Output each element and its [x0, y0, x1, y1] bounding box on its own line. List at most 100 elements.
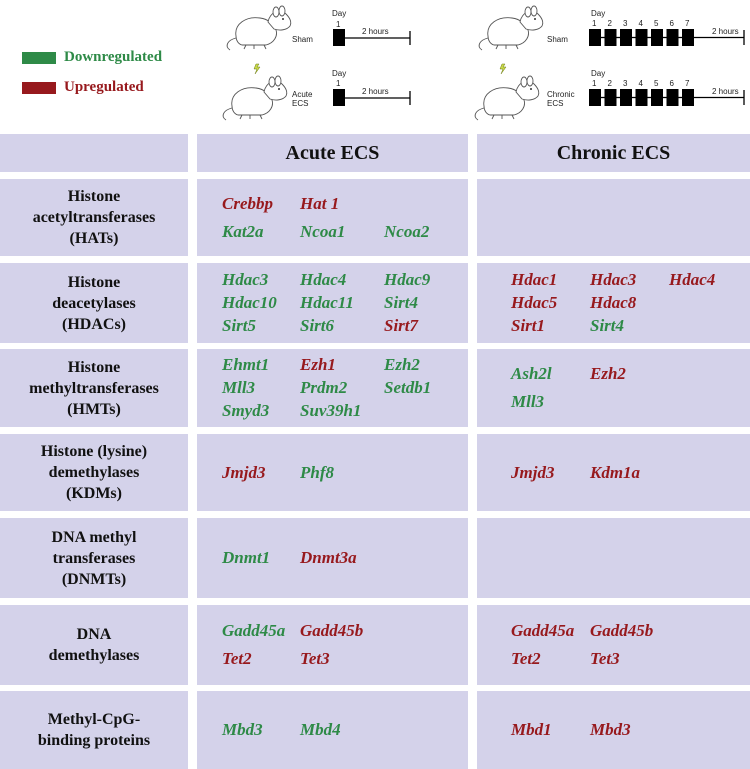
- gene-hdac1: Hdac1: [511, 270, 558, 289]
- gene-jmjd3: Jmjd3: [511, 462, 555, 482]
- gene-crebbp: Crebbp: [222, 193, 273, 213]
- mouse-ecs-acute-icon: [222, 63, 288, 121]
- day-block: [651, 89, 663, 106]
- enzyme-class-label-line: Histone: [67, 358, 121, 376]
- enzyme-class-label-line: Methyl-CpG-: [47, 711, 141, 728]
- legend-upregulated: Upregulated: [22, 80, 144, 95]
- day-number: 6: [670, 79, 675, 88]
- gene-hdac11: Hdac11: [300, 293, 354, 312]
- day-number: 7: [685, 79, 690, 88]
- chronic-ecs-label-2: ECS: [547, 99, 563, 108]
- enzyme-class-label-line: (KDMs): [66, 485, 122, 502]
- enzyme-class-label-line: (HATs): [69, 230, 119, 247]
- gene-suv39h1: Suv39h1: [300, 401, 362, 420]
- day-label: Day: [332, 69, 346, 78]
- gene-hdac3: Hdac3: [590, 270, 637, 289]
- gene-ash2l: Ash2l: [511, 364, 552, 383]
- chronic-ecs-header: Chronic ECS: [477, 134, 750, 172]
- gene-gadd45b: Gadd45b: [590, 621, 654, 640]
- gene-tet3: Tet3: [590, 649, 620, 668]
- gene-hdac5: Hdac5: [511, 293, 558, 312]
- enzyme-class-label-line: demethylases: [48, 464, 140, 481]
- acute-ecs-label-2: ECS: [292, 99, 308, 108]
- enzyme-class-label-line: Histone: [67, 273, 121, 291]
- gene-tet2: Tet2: [511, 649, 541, 668]
- day-number: 6: [670, 19, 675, 28]
- hours-label: 2 hours: [362, 27, 389, 36]
- hours-label: 2 hours: [712, 87, 739, 96]
- gene-hdac10: Hdac10: [222, 293, 277, 312]
- day-label: Day: [332, 9, 346, 18]
- day-number: 1: [592, 79, 597, 88]
- day-block: [620, 29, 632, 46]
- chronic-genes-cell: Mbd1 Mbd3: [477, 691, 750, 769]
- gene-phf8: Phf8: [300, 462, 334, 482]
- gene-smyd3: Smyd3: [222, 401, 270, 420]
- enzyme-class-label-line: DNA methyl: [51, 528, 137, 546]
- gene-jmjd3: Jmjd3: [222, 462, 266, 482]
- enzyme-class-label-line: Histone: [67, 188, 121, 205]
- enzyme-class-label-line: (HMTs): [67, 400, 121, 418]
- gene-mbd3: Mbd3: [222, 720, 263, 739]
- day-number: 7: [685, 19, 690, 28]
- gene-hdac8: Hdac8: [590, 293, 637, 312]
- day-block: [604, 89, 617, 106]
- enzyme-class-label-line: deacetylases: [52, 294, 136, 312]
- gene-mbd1: Mbd1: [511, 720, 552, 739]
- day-block: [682, 29, 694, 46]
- day-number: 2: [608, 19, 613, 28]
- day-number: 2: [608, 79, 613, 88]
- day-block: [589, 29, 601, 46]
- day-number: 3: [623, 19, 628, 28]
- acute-genes-cell: Jmjd3 Phf8: [197, 434, 468, 511]
- gene-mll3: Mll3: [511, 392, 545, 411]
- enzyme-class-label-line: transferases: [52, 549, 136, 567]
- enzyme-class-label: Histone (lysine) demethylases (KDMs): [41, 441, 147, 504]
- gene-dnmt3a: Dnmt3a: [300, 548, 357, 567]
- hours-label: 2 hours: [362, 87, 389, 96]
- gene-sirt7: Sirt7: [384, 316, 419, 335]
- mouse-ecs-chronic-icon: [474, 63, 540, 121]
- gene-kat2a: Kat2a: [222, 221, 264, 241]
- acute-ecs-label-1: Acute: [292, 90, 313, 99]
- gene-mbd3: Mbd3: [590, 720, 631, 739]
- enzyme-class-label-line: (DNMTs): [61, 570, 127, 588]
- header-corner-cell: [0, 134, 188, 172]
- gene-gadd45a: Gadd45a: [222, 621, 286, 640]
- acute-ecs-header: Acute ECS: [197, 134, 468, 172]
- day-block: [604, 29, 617, 46]
- gene-hat-1: Hat 1: [300, 193, 340, 213]
- day-number: 3: [623, 79, 628, 88]
- chronic-ecs-label-1: Chronic: [547, 90, 575, 99]
- downregulated-label: Downregulated: [64, 49, 163, 65]
- gene-sirt4: Sirt4: [384, 293, 419, 312]
- day-block: [682, 89, 694, 106]
- legend-downregulated: Downregulated: [22, 50, 162, 65]
- day-number: 5: [654, 79, 659, 88]
- day-block: [635, 29, 648, 46]
- enzyme-class-label-line: demethylases: [48, 647, 140, 664]
- mouse-sham-acute-icon: [226, 5, 292, 51]
- day-label: Day: [591, 69, 605, 78]
- gene-gadd45a: Gadd45a: [511, 621, 575, 640]
- enzyme-class-label-line: Histone (lysine): [40, 443, 148, 460]
- acute-sham-label: Sham: [292, 35, 313, 44]
- gene-ncoa1: Ncoa1: [300, 221, 346, 241]
- day-block: [666, 29, 679, 46]
- gene-sirt1: Sirt1: [511, 316, 546, 335]
- gene-ehmt1: Ehmt1: [222, 355, 270, 374]
- gene-ezh1: Ezh1: [300, 355, 336, 374]
